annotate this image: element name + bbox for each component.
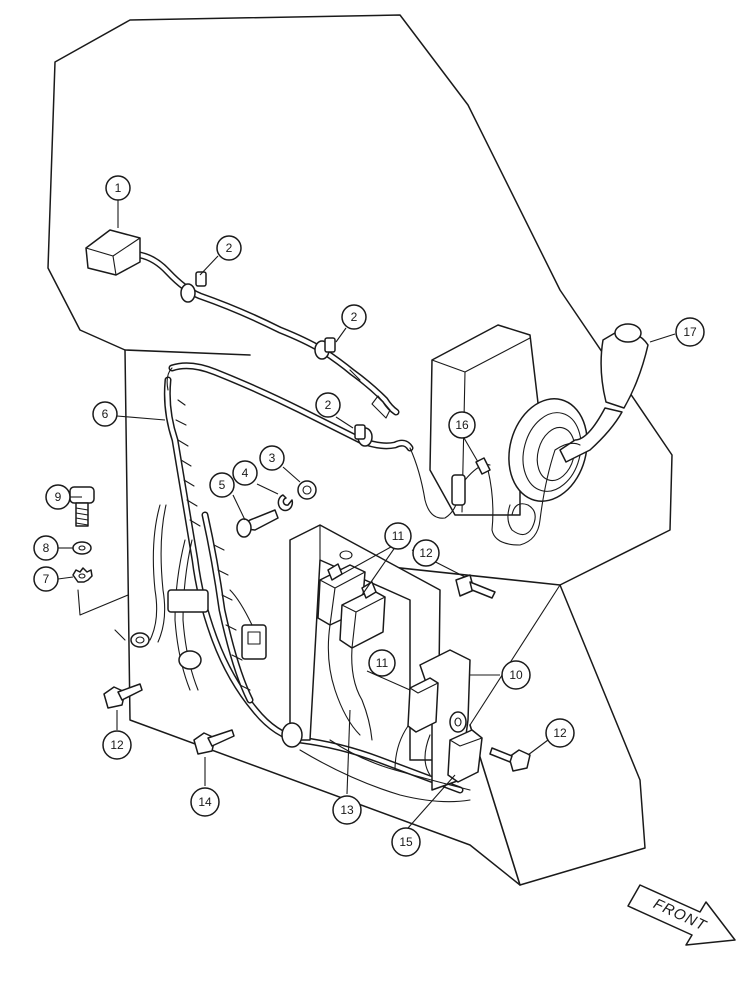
callout-9: 9 (45, 484, 71, 510)
callout-16: 16 (448, 411, 476, 439)
svg-text:13: 13 (340, 803, 354, 817)
callout-17: 17 (675, 317, 705, 347)
svg-text:17: 17 (683, 325, 697, 339)
callout-1: 1 (105, 175, 131, 201)
connector-part-16 (475, 457, 491, 475)
svg-text:3: 3 (269, 451, 276, 465)
callout-13: 13 (332, 795, 362, 825)
joystick-lever (559, 323, 649, 463)
svg-text:12: 12 (110, 738, 124, 752)
callout-11-upper: 11 (384, 522, 412, 550)
svg-text:14: 14 (198, 795, 212, 809)
svg-text:5: 5 (219, 478, 226, 492)
leader-lines (57, 200, 676, 829)
front-direction-arrow: FRONT (627, 884, 736, 946)
svg-text:16: 16 (455, 418, 469, 432)
lower-harness (281, 624, 471, 803)
callout-3: 3 (259, 445, 285, 471)
upper-harness (136, 251, 581, 546)
svg-text:6: 6 (102, 407, 109, 421)
clamps-part-2 (180, 271, 373, 447)
callout-7: 7 (33, 566, 59, 592)
svg-text:12: 12 (419, 546, 433, 560)
svg-text:4: 4 (242, 466, 249, 480)
svg-text:15: 15 (399, 835, 413, 849)
svg-text:11: 11 (376, 656, 389, 670)
svg-text:10: 10 (509, 668, 523, 682)
svg-text:12: 12 (553, 726, 567, 740)
callout-12-right: 12 (545, 718, 575, 748)
callout-5: 5 (209, 472, 235, 498)
callout-8: 8 (33, 535, 59, 561)
callout-10: 10 (501, 660, 531, 690)
svg-text:11: 11 (392, 529, 405, 543)
svg-text:7: 7 (43, 572, 50, 586)
svg-text:1: 1 (115, 181, 122, 195)
callout-14: 14 (190, 787, 220, 817)
callout-6: 6 (92, 401, 118, 427)
callout-2-lower: 2 (315, 392, 341, 418)
hardware-parts (69, 480, 317, 641)
callout-15: 15 (391, 827, 421, 857)
svg-text:9: 9 (55, 490, 62, 504)
callout-2-middle: 2 (341, 304, 367, 330)
svg-text:2: 2 (226, 241, 233, 255)
svg-text:8: 8 (43, 541, 50, 555)
callout-2-upper: 2 (216, 235, 242, 261)
callout-4: 4 (232, 460, 258, 486)
connector-part-1 (85, 229, 141, 276)
bracket-part-10 (407, 649, 483, 791)
callout-12-upper: 12 (412, 539, 440, 567)
callout-11-lower: 11 (368, 649, 396, 677)
screws (103, 574, 531, 772)
callout-12-left: 12 (102, 730, 132, 760)
svg-text:2: 2 (351, 310, 358, 324)
harness-bundle (130, 376, 464, 794)
svg-text:2: 2 (325, 398, 332, 412)
